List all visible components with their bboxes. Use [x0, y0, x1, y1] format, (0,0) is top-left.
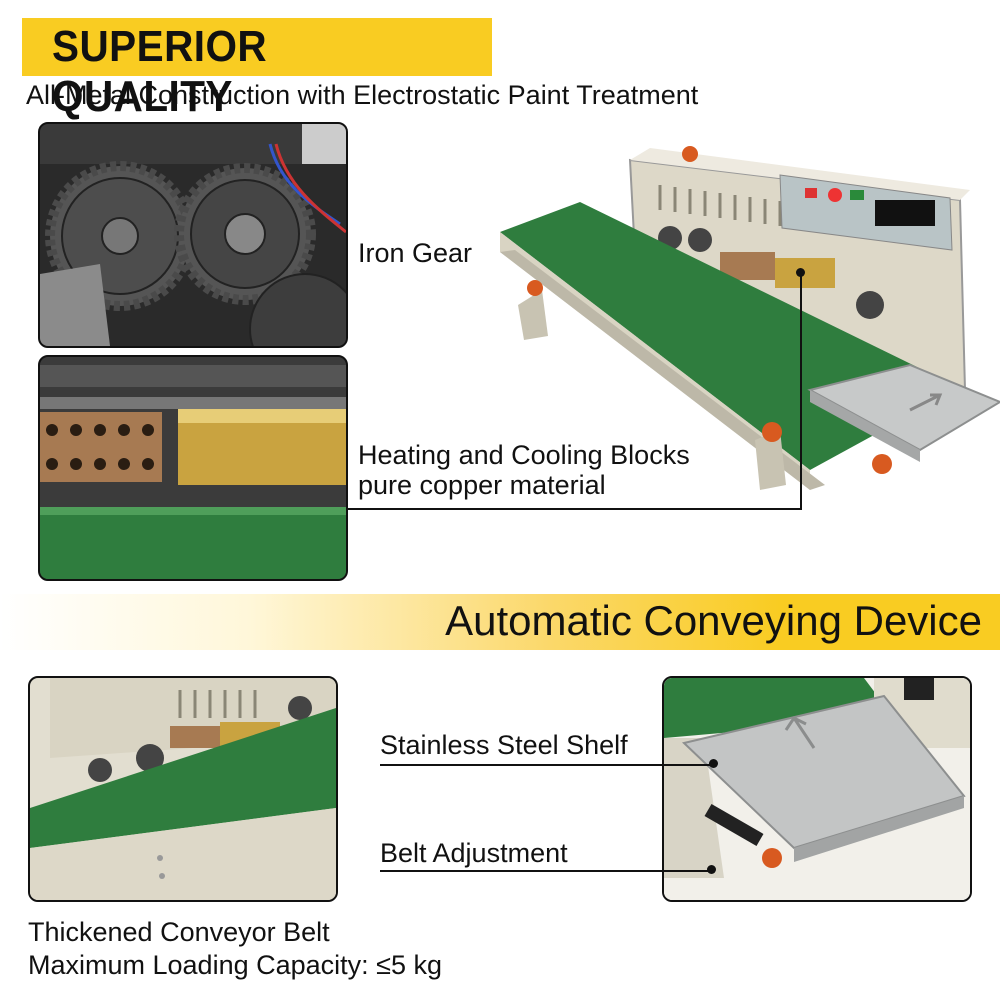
- heating-block-photo: [38, 355, 348, 581]
- section-banner: Automatic Conveying Device: [0, 594, 1000, 650]
- gear-photo: [38, 122, 348, 348]
- belt-adjustment-leader: [380, 870, 710, 872]
- belt-adjustment-label: Belt Adjustment: [380, 838, 568, 868]
- shelf-photo: [662, 676, 972, 902]
- section-title: Automatic Conveying Device: [445, 597, 982, 644]
- sealer-machine-image: [490, 140, 1000, 510]
- footer-line-1: Thickened Conveyor Belt: [28, 917, 330, 947]
- heating-block-leader-vertical: [800, 272, 802, 510]
- header-banner: SUPERIOR QUALITY: [22, 18, 492, 121]
- heating-block-leader-dot: [796, 268, 805, 277]
- iron-gear-label: Iron Gear: [358, 238, 473, 268]
- footer-line-2: Maximum Loading Capacity: ≤5 kg: [28, 950, 443, 980]
- heating-block-leader-horizontal: [347, 508, 801, 510]
- heating-block-label-line2: pure copper material: [358, 470, 606, 500]
- heating-block-label-line1: Heating and Cooling Blocks: [358, 440, 690, 470]
- page-subtitle: All-Metal Construction with Electrostati…: [26, 80, 699, 110]
- page-title: SUPERIOR QUALITY: [52, 22, 268, 121]
- conveyor-belt-photo: [28, 676, 338, 902]
- shelf-leader: [380, 764, 712, 766]
- shelf-leader-dot: [709, 759, 718, 768]
- shelf-label: Stainless Steel Shelf: [380, 730, 628, 760]
- footer-text: Thickened Conveyor Belt Maximum Loading …: [28, 916, 442, 982]
- belt-adjustment-leader-dot: [707, 865, 716, 874]
